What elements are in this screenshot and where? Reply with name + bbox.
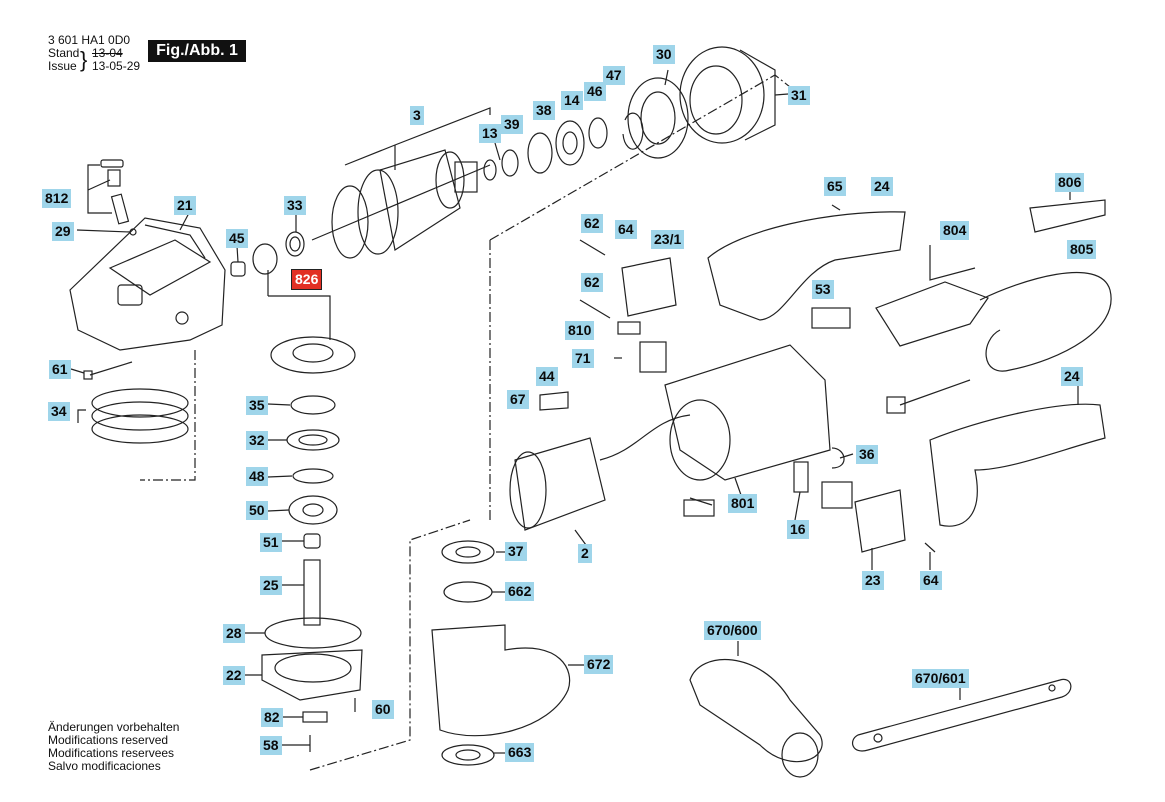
callout-64-upper: 64 [615,220,637,239]
callout-810: 810 [565,321,595,340]
callout-64-lower: 64 [920,571,942,590]
note-spanish: Salvo modificaciones [48,759,161,773]
callout-39: 39 [501,115,523,134]
callout-21: 21 [174,196,196,215]
callout-61: 61 [49,360,71,379]
callout-60: 60 [372,700,394,719]
callout-33: 33 [284,196,306,215]
callout-53: 53 [812,280,834,299]
callout-801: 801 [728,494,758,513]
callout-29: 29 [52,222,74,241]
note-german: Änderungen vorbehalten [48,720,180,734]
issue-value: 13-05-29 [92,59,141,73]
callout-37: 37 [505,542,527,561]
callout-662: 662 [505,582,535,601]
callout-51: 51 [260,533,282,552]
callout-13: 13 [479,124,501,143]
callout-44: 44 [536,367,558,386]
callout-32: 32 [246,431,268,450]
callout-46: 46 [584,82,606,101]
brace-glyph: } [80,47,88,72]
callout-672: 672 [584,655,614,674]
callout-805: 805 [1067,240,1097,259]
callout-23-1: 23/1 [651,230,685,249]
callout-35: 35 [246,396,268,415]
part-number: 3 601 HA1 0D0 [48,33,131,47]
callout-50: 50 [246,501,268,520]
callout-36: 36 [856,445,878,464]
stand-label: Stand [48,46,80,60]
stand-value: 13-04 [92,46,123,60]
callout-663: 663 [505,743,535,762]
callout-16: 16 [787,520,809,539]
note-english: Modifications reserved [48,733,169,747]
callout-71: 71 [572,349,594,368]
callout-82: 82 [261,708,283,727]
callout-31: 31 [788,86,810,105]
callout-47: 47 [603,66,625,85]
callout-45: 45 [226,229,248,248]
callout-804: 804 [940,221,970,240]
callout-3: 3 [410,106,424,125]
callout-806: 806 [1055,173,1085,192]
callout-23: 23 [862,571,884,590]
callout-67: 67 [507,390,529,409]
callout-2: 2 [578,544,592,563]
figure-label: Fig./Abb. 1 [148,40,246,62]
callout-48: 48 [246,467,268,486]
callout-826-highlighted: 826 [290,269,323,290]
callout-62-upper: 62 [581,214,603,233]
issue-label: Issue [48,59,77,73]
callout-24-upper: 24 [871,177,893,196]
callout-25: 25 [260,576,282,595]
callout-670-600: 670/600 [704,621,761,640]
callout-58: 58 [260,736,282,755]
callout-30: 30 [653,45,675,64]
callout-65: 65 [824,177,846,196]
callout-812: 812 [42,189,72,208]
callout-22: 22 [223,666,245,685]
callout-670-601: 670/601 [912,669,969,688]
callout-62-lower: 62 [581,273,603,292]
callout-14: 14 [561,91,583,110]
callout-38: 38 [533,101,555,120]
callout-28: 28 [223,624,245,643]
note-french: Modifications reservees [48,746,175,760]
callout-34: 34 [48,402,70,421]
callout-24-lower: 24 [1061,367,1083,386]
